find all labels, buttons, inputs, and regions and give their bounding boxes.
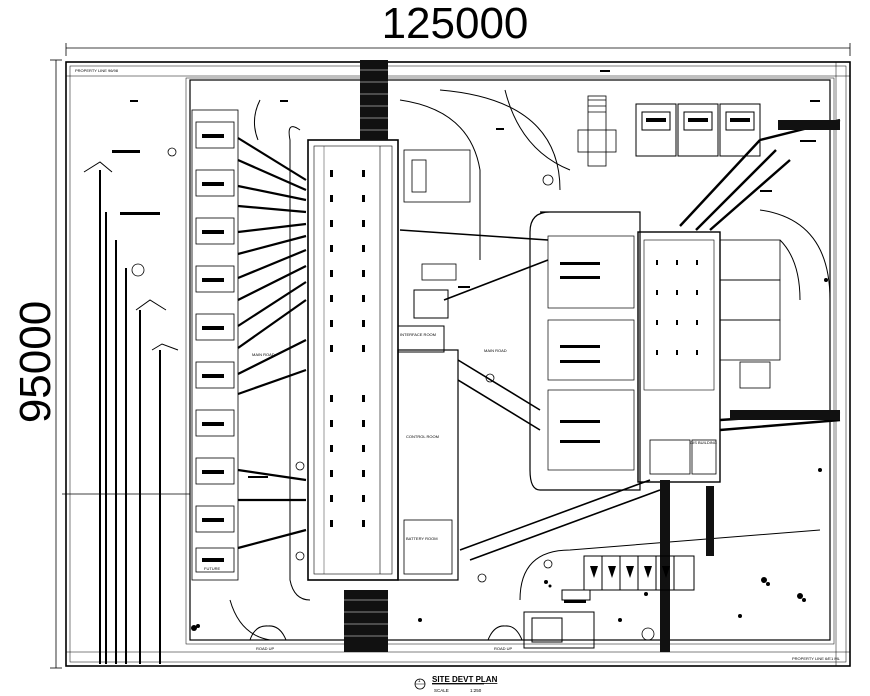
drawing-title: SITE DEVT PLAN	[432, 675, 498, 684]
property-boundary	[65, 61, 851, 667]
road-up-label-2: ROAD UP	[494, 646, 513, 651]
gis-building-label: GIS BUILDING	[690, 440, 717, 445]
main-cable-trench	[344, 60, 388, 652]
incoming-tower	[577, 95, 617, 167]
main-building	[307, 139, 399, 581]
gis-dots	[656, 260, 698, 355]
bottom-building	[523, 589, 595, 649]
battery-room-label: BATTERY ROOM	[406, 536, 438, 541]
control-room-label: CONTROL ROOM	[406, 434, 439, 439]
interface-room	[397, 289, 449, 353]
future-label: FUTURE	[204, 566, 221, 571]
left-bay-fills	[202, 134, 224, 562]
bottom-transformer-pens	[583, 555, 695, 591]
property-line-right-label: PROPERTY LINE 6/E1 ML	[792, 656, 841, 661]
switchyard-block	[529, 211, 641, 491]
property-line-top-label: PROPERTY LINE 96/98	[75, 68, 119, 73]
scale-label: SCALE	[434, 688, 449, 693]
interface-room-label: INTERFACE ROOM	[400, 332, 436, 337]
shrubs	[191, 278, 828, 631]
top-center-building	[403, 149, 471, 281]
title-block: 1	[414, 678, 484, 690]
manholes	[131, 147, 655, 641]
top-transformers	[635, 103, 761, 157]
right-cable-trenches	[679, 118, 841, 432]
width-dimension: 125000	[382, 0, 529, 48]
top-transformer-fills	[646, 118, 750, 122]
main-building-panels	[330, 170, 365, 527]
switchyard-fills	[560, 262, 600, 443]
right-transformer-bays	[719, 239, 781, 389]
center-cable-trenches	[399, 229, 661, 561]
title-number: 1	[418, 678, 421, 683]
main-road-label-2: MAIN ROAD	[252, 352, 275, 357]
inner-boundary	[185, 77, 835, 645]
right-trench-bars	[730, 120, 840, 420]
tick-annotations	[112, 70, 820, 603]
gates	[249, 625, 523, 641]
road-curves	[229, 89, 831, 641]
left-poles	[83, 161, 179, 664]
main-road-label-1: MAIN ROAD	[484, 348, 507, 353]
transformer-pen-fills	[590, 566, 670, 578]
road-up-label-1: ROAD UP	[256, 646, 275, 651]
trench-hatching	[344, 69, 388, 637]
cable-fan-lines	[237, 137, 307, 550]
height-dimension: 95000	[11, 301, 60, 423]
scale-value: 1:250	[470, 688, 482, 693]
left-bay-column	[191, 109, 239, 581]
control-room	[397, 349, 459, 581]
